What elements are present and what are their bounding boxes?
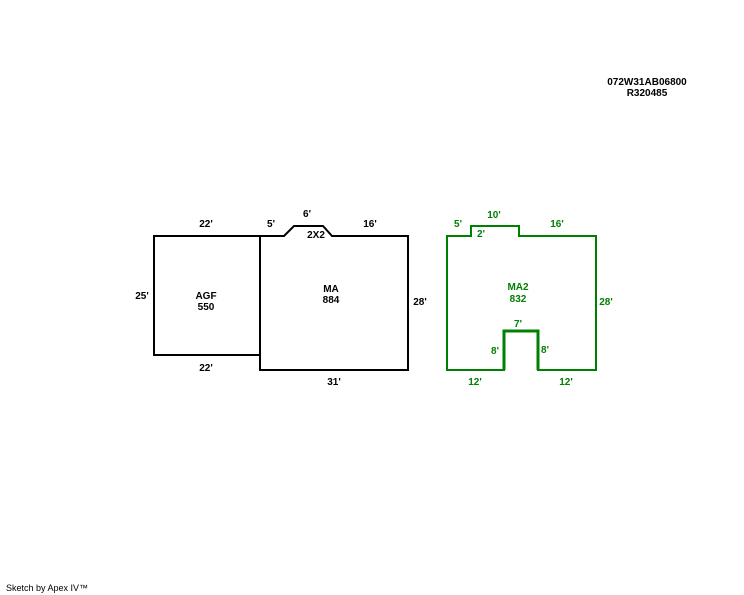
ma-label: MA [323,284,339,295]
agf-bottom-dim: 22' [199,363,213,374]
sketch-credit: Sketch by Apex IV™ [6,583,89,593]
ma-right-dim: 28' [413,297,427,308]
ma-top-left-dim: 5' [267,219,275,230]
ma2-notch-left-dim: 8' [491,346,499,357]
ma2-notch [502,329,540,370]
parcel-id: 072W31AB06800 [607,77,687,88]
ma2-area: 832 [510,294,527,305]
ma-bottom-dim: 31' [327,377,341,388]
ma-bump-dim: 6' [303,209,311,220]
account-number: R320485 [627,88,668,99]
ma2-right-dim: 28' [599,297,613,308]
ma2-bottom-right-dim: 12' [559,377,573,388]
ma2-notch-right-dim: 8' [541,345,549,356]
agf-left-dim: 25' [135,291,149,302]
agf-outline [153,235,260,356]
agf-area: 550 [198,302,215,313]
ma2-notch-top-dim: 7' [514,319,522,330]
ma2-bump-top-dim: 10' [487,210,501,221]
agf-label: AGF [195,291,216,302]
ma-area: 884 [323,295,340,306]
ma2-label: MA2 [507,282,529,293]
ma-outline [259,225,409,371]
ma2-bottom-left-dim: 12' [468,377,482,388]
ma-bump-label: 2X2 [307,230,325,241]
ma2-top-right-dim: 16' [550,219,564,230]
agf-top-dim: 22' [199,219,213,230]
ma-top-right-dim: 16' [363,219,377,230]
ma2-bump-side-dim: 2' [477,229,485,240]
ma2-top-left-dim: 5' [454,219,462,230]
